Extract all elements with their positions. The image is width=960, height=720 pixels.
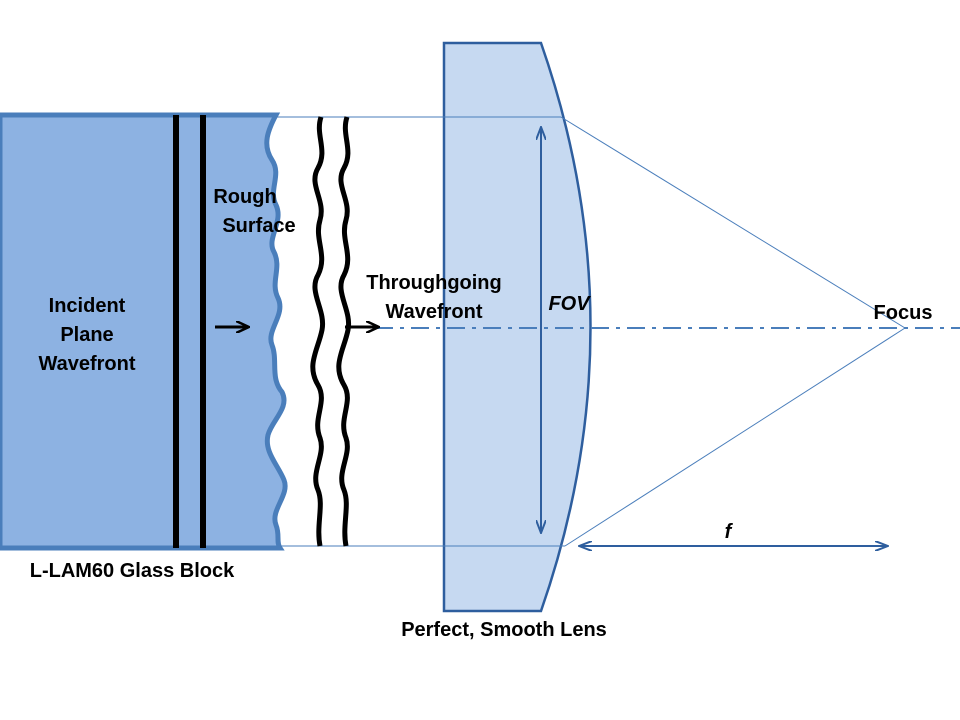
- throughgoing-label-line2: Wavefront: [385, 301, 482, 323]
- throughgoing-wavefront-2: [336, 116, 352, 547]
- lower-ray-to-focus: [564, 327, 906, 547]
- focal-length-label: f: [725, 521, 734, 543]
- rough-label-line1: Rough: [213, 186, 276, 208]
- focus-label: Focus: [874, 302, 933, 324]
- lens: [442, 41, 592, 613]
- throughgoing-label-line1: Throughgoing: [366, 272, 502, 294]
- incident-label-line3: Wavefront: [38, 353, 135, 375]
- incident-label-line2: Plane: [60, 324, 113, 346]
- incident-label-line1: Incident: [49, 295, 126, 317]
- fov-label: FOV: [548, 293, 591, 315]
- lens-label: Perfect, Smooth Lens: [401, 619, 607, 641]
- rough-label-line2: Surface: [222, 215, 295, 237]
- glass-block: [0, 112, 288, 551]
- glass-block-label: L-LAM60 Glass Block: [30, 560, 235, 582]
- upper-ray-to-focus: [560, 116, 906, 329]
- throughgoing-wavefront-1: [310, 116, 326, 547]
